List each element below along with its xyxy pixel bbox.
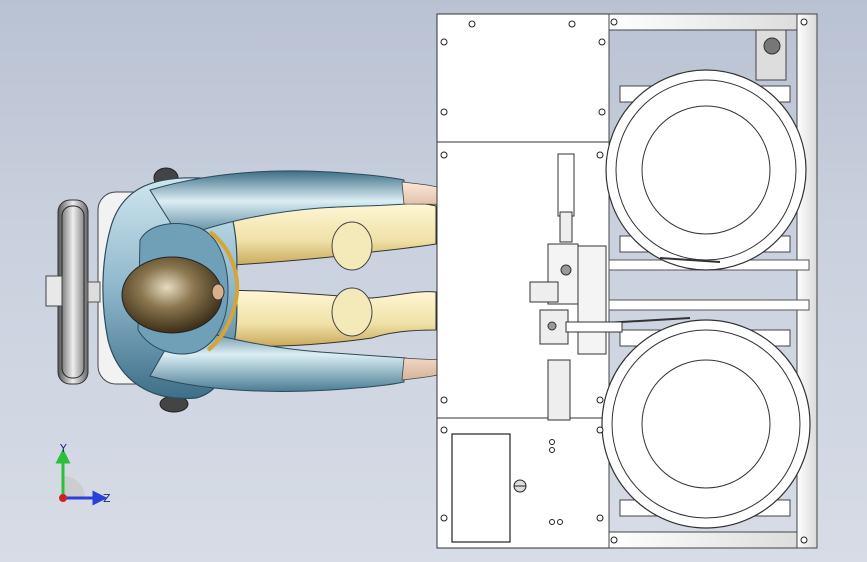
x-axis-origin	[59, 494, 67, 502]
operator-head	[121, 256, 223, 334]
coordinate-triad: Y Z	[55, 442, 111, 506]
feeder-bowl-bottom	[587, 317, 811, 529]
feeder-bowl-top	[605, 69, 807, 271]
z-axis-label: Z	[103, 492, 111, 505]
control-box	[451, 433, 511, 543]
y-axis-label: Y	[59, 442, 67, 455]
workbench	[436, 13, 818, 549]
pick-place-mechanism	[529, 153, 623, 421]
operator-right-leg	[209, 289, 437, 348]
top-plate	[436, 13, 610, 143]
operator-figure	[102, 170, 481, 400]
chair-stem	[45, 275, 63, 307]
